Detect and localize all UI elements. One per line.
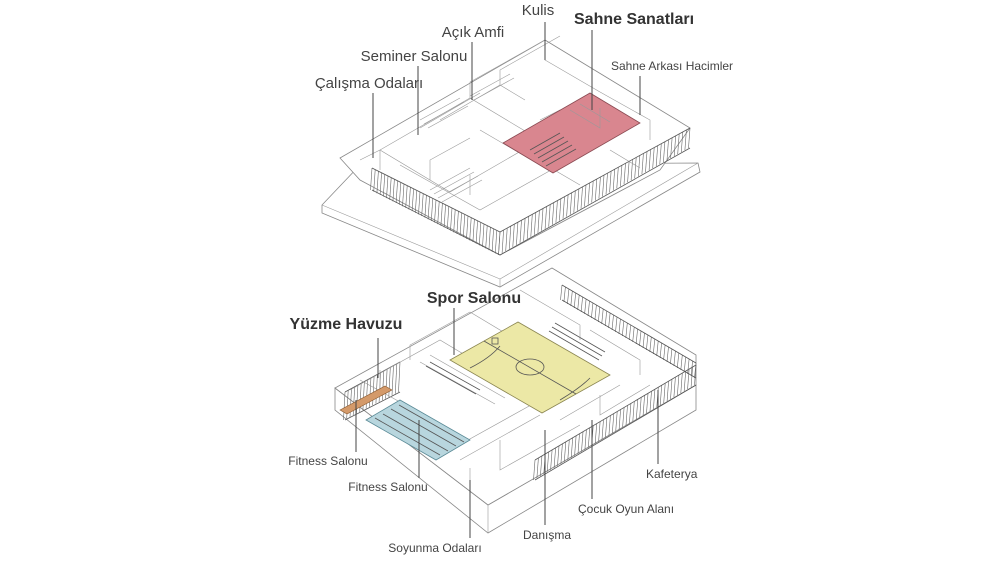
lower-facade-back [560, 284, 697, 379]
stage-seating [529, 103, 611, 167]
lower-facade-right [533, 364, 697, 481]
label-danisma: Danışma [523, 528, 571, 542]
label-calisma-odalari: Çalışma Odaları [315, 75, 423, 92]
label-fitness-salonu-1: Fitness Salonu [288, 454, 367, 468]
label-kulis: Kulis [522, 2, 555, 19]
court-markings [469, 337, 591, 401]
label-soyunma-odalari: Soyunma Odaları [388, 541, 481, 555]
label-seminer-salonu: Seminer Salonu [361, 48, 468, 65]
label-sahne-arkasi: Sahne Arkası Hacimler [611, 59, 733, 73]
label-kafeterya: Kafeterya [646, 467, 698, 481]
label-cocuk-oyun-alani: Çocuk Oyun Alanı [578, 502, 674, 516]
label-acik-amfi: Açık Amfi [442, 24, 505, 41]
lower-floor [334, 267, 697, 534]
label-yuzme-havuzu: Yüzme Havuzu [290, 316, 403, 333]
upper-facade-right [498, 127, 691, 256]
fitness-track [339, 385, 393, 415]
label-sahne-sanatlari: Sahne Sanatları [574, 11, 694, 28]
pool-lanes [374, 404, 465, 456]
label-spor-salonu: Spor Salonu [427, 290, 521, 307]
leader-lines [355, 22, 659, 538]
upper-floor [321, 35, 701, 288]
label-fitness-salonu-2: Fitness Salonu [348, 480, 427, 494]
upper-facade-left [370, 167, 501, 256]
labels: Kulis Sahne Sanatları Açık Amfi Seminer … [288, 2, 733, 555]
stage-area [502, 92, 641, 174]
swimming-pool [365, 399, 471, 461]
